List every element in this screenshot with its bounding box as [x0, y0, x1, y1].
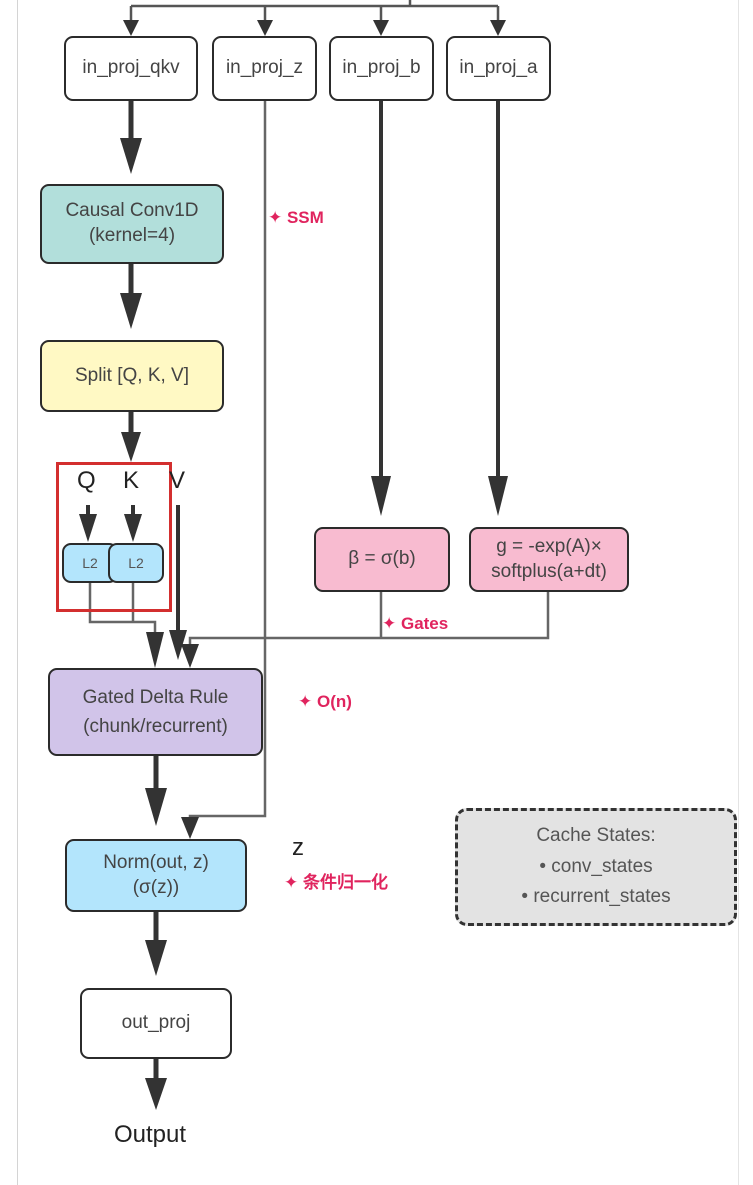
arrow-a-to-g [488, 101, 508, 516]
gates-arrowhead [181, 644, 199, 668]
left-border-line [17, 0, 18, 1185]
l2-norm-k: L2 [108, 543, 164, 583]
gdr-line1: Gated Delta Rule [82, 686, 229, 708]
gates-annotation: ✦ Gates [382, 614, 449, 633]
cache-states-box: Cache States: • conv_states • recurrent_… [455, 808, 737, 926]
beta-label: β = σ(b) [348, 548, 416, 570]
cache-item-recurrent: • recurrent_states [521, 886, 671, 908]
arrow-norm-to-outproj [145, 912, 167, 976]
conv-line2: (kernel=4) [88, 225, 176, 246]
causal-conv1d-node: Causal Conv1D (kernel=4) [40, 184, 224, 264]
in-proj-qkv-label: in_proj_qkv [82, 57, 180, 79]
in-proj-a-label: in_proj_a [459, 57, 538, 79]
l2-q-label: L2 [82, 555, 98, 571]
top-fanout [129, 0, 500, 22]
l2-output-wires [88, 583, 157, 634]
arrow-outproj-to-output [145, 1059, 167, 1110]
gated-delta-rule-node: Gated Delta Rule (chunk/recurrent) [48, 668, 263, 756]
arrow-q-to-l2 [79, 505, 97, 542]
k-label: K [123, 467, 140, 494]
norm-node: Norm(out, z) (σ(z)) [65, 839, 247, 912]
v-label: V [169, 467, 186, 494]
arrow-conv-to-split [120, 264, 142, 329]
z-label: z [292, 834, 304, 861]
arrow-b-to-beta [371, 101, 391, 516]
gates-wires [188, 592, 550, 646]
split-label: Split [Q, K, V] [74, 364, 190, 386]
z-arrowhead [181, 817, 199, 839]
in-proj-z-label: in_proj_z [225, 57, 304, 79]
ssm-annotation: ✦ SSM [268, 208, 324, 227]
conv-line1: Causal Conv1D [65, 200, 199, 222]
q-label: Q [77, 467, 96, 494]
norm-line1: Norm(out, z) [103, 851, 209, 873]
out-proj-label: out_proj [121, 1012, 191, 1034]
arrow-split-to-qkv [121, 412, 141, 462]
in-proj-b-label: in_proj_b [342, 57, 421, 79]
in-proj-a-node: in_proj_a [446, 36, 551, 101]
top-arrowheads [123, 20, 506, 36]
gdr-line2: (chunk/recurrent) [83, 716, 228, 737]
qk-arrowhead [146, 632, 164, 668]
cache-item-conv: • conv_states [539, 855, 653, 877]
split-node: Split [Q, K, V] [40, 340, 224, 412]
cond-norm-annotation: ✦ 条件归一化 [284, 873, 388, 892]
in-proj-z-node: in_proj_z [212, 36, 317, 101]
in-proj-qkv-node: in_proj_qkv [64, 36, 198, 101]
cache-title: Cache States: [536, 825, 656, 847]
output-label: Output [114, 1121, 187, 1148]
arrow-k-to-l2 [124, 505, 142, 542]
beta-node: β = σ(b) [314, 527, 450, 592]
arrow-qkv-to-conv [120, 101, 142, 174]
out-proj-node: out_proj [80, 988, 232, 1059]
l2-k-label: L2 [128, 555, 144, 571]
v-arrowhead [169, 630, 187, 660]
g-line1: g = -exp(A)× [496, 535, 602, 557]
right-border-line [738, 0, 739, 1185]
g-node: g = -exp(A)× softplus(a+dt) [469, 527, 629, 592]
in-proj-b-node: in_proj_b [329, 36, 434, 101]
norm-line2: (σ(z)) [132, 876, 180, 898]
arrow-gdr-to-norm [145, 756, 167, 826]
g-line2: softplus(a+dt) [491, 560, 607, 582]
highlight-box [56, 462, 172, 612]
complexity-annotation: ✦ O(n) [298, 692, 352, 711]
